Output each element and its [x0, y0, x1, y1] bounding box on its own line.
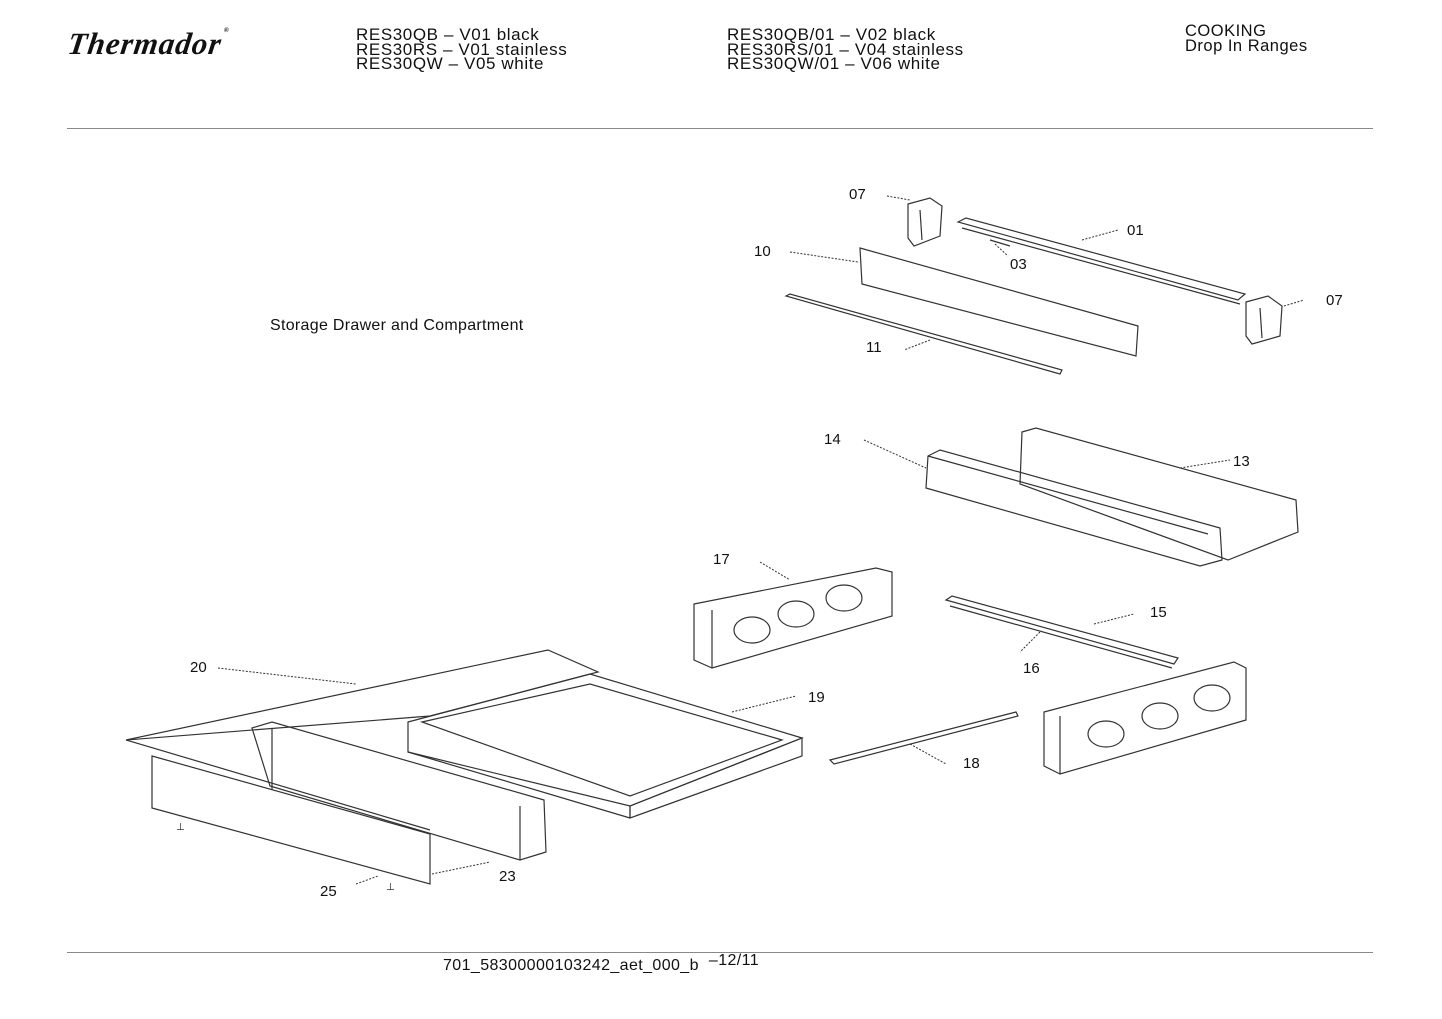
label-07: 07 — [1326, 292, 1343, 309]
label-14: 14 — [824, 431, 841, 448]
header-divider — [67, 128, 1373, 129]
footer-divider — [67, 952, 1373, 953]
part-18-trim-strip — [828, 711, 1019, 765]
subcategory: Drop In Ranges — [1185, 37, 1308, 55]
model-list-left: RES30QB – V01 black RES30RS – V01 stainl… — [356, 25, 568, 73]
label-18: 18 — [963, 755, 980, 772]
label-16: 16 — [1023, 660, 1040, 677]
revision: –12/11 — [708, 952, 760, 969]
part-03-rail-bracket — [989, 239, 1011, 257]
part-23-front-panel — [151, 755, 491, 885]
label-11: 11 — [866, 339, 882, 356]
label-23: 23 — [499, 868, 516, 885]
label-17: 17 — [713, 551, 730, 568]
label-15: 15 — [1150, 604, 1167, 621]
footer: 701_58300000103242_aet_000_b –12/11 — [443, 952, 759, 975]
part-11-trim-strip — [784, 293, 1063, 375]
svg-text:⊥: ⊥ — [386, 882, 395, 893]
label-19: 19 — [808, 689, 825, 706]
label-25: 25 — [320, 883, 337, 900]
label-01: 01 — [1127, 222, 1144, 239]
part-07-end-bracket — [1245, 295, 1305, 345]
part-10-panel — [789, 247, 1139, 357]
model-line: RES30RS – V01 stainless — [356, 39, 568, 59]
category-block: COOKING Drop In Ranges — [1185, 22, 1308, 55]
model-list-right: RES30QB/01 – V02 black RES30RS/01 – V04 … — [727, 25, 964, 73]
part-17-side-panel — [693, 561, 893, 669]
part-14-front-panel — [863, 439, 1223, 567]
label-05: 07 — [849, 186, 866, 203]
compartment-frame — [251, 721, 547, 861]
model-line: RES30RS/01 – V04 stainless — [727, 39, 964, 59]
label-03: 03 — [1010, 256, 1027, 273]
label-13: 13 — [1233, 453, 1250, 470]
category: COOKING — [1185, 22, 1267, 40]
part-13-back-panel — [1019, 427, 1299, 561]
model-line: RES30QW/01 – V06 white — [727, 54, 941, 73]
label-20: 20 — [190, 659, 207, 676]
model-line: RES30QB – V01 black — [356, 25, 540, 44]
part-15-rail — [944, 595, 1179, 669]
part-19-drawer — [407, 673, 804, 819]
part-01-rail — [956, 217, 1247, 305]
model-line: RES30QW – V05 white — [356, 54, 545, 73]
section-title: Storage Drawer and Compartment — [270, 317, 524, 334]
svg-text:⊥: ⊥ — [176, 822, 185, 833]
doc-id: 701_58300000103242_aet_000_b — [443, 957, 699, 974]
part-05-end-bracket — [886, 195, 943, 247]
part-16-rail-clip — [1019, 631, 1041, 653]
side-panel-right — [1043, 661, 1247, 775]
model-line: RES30QB/01 – V02 black — [727, 25, 936, 44]
part-20-compartment-base — [125, 649, 600, 831]
part-25-feet: ⊥ ⊥ — [176, 822, 395, 893]
label-10: 10 — [754, 243, 771, 260]
